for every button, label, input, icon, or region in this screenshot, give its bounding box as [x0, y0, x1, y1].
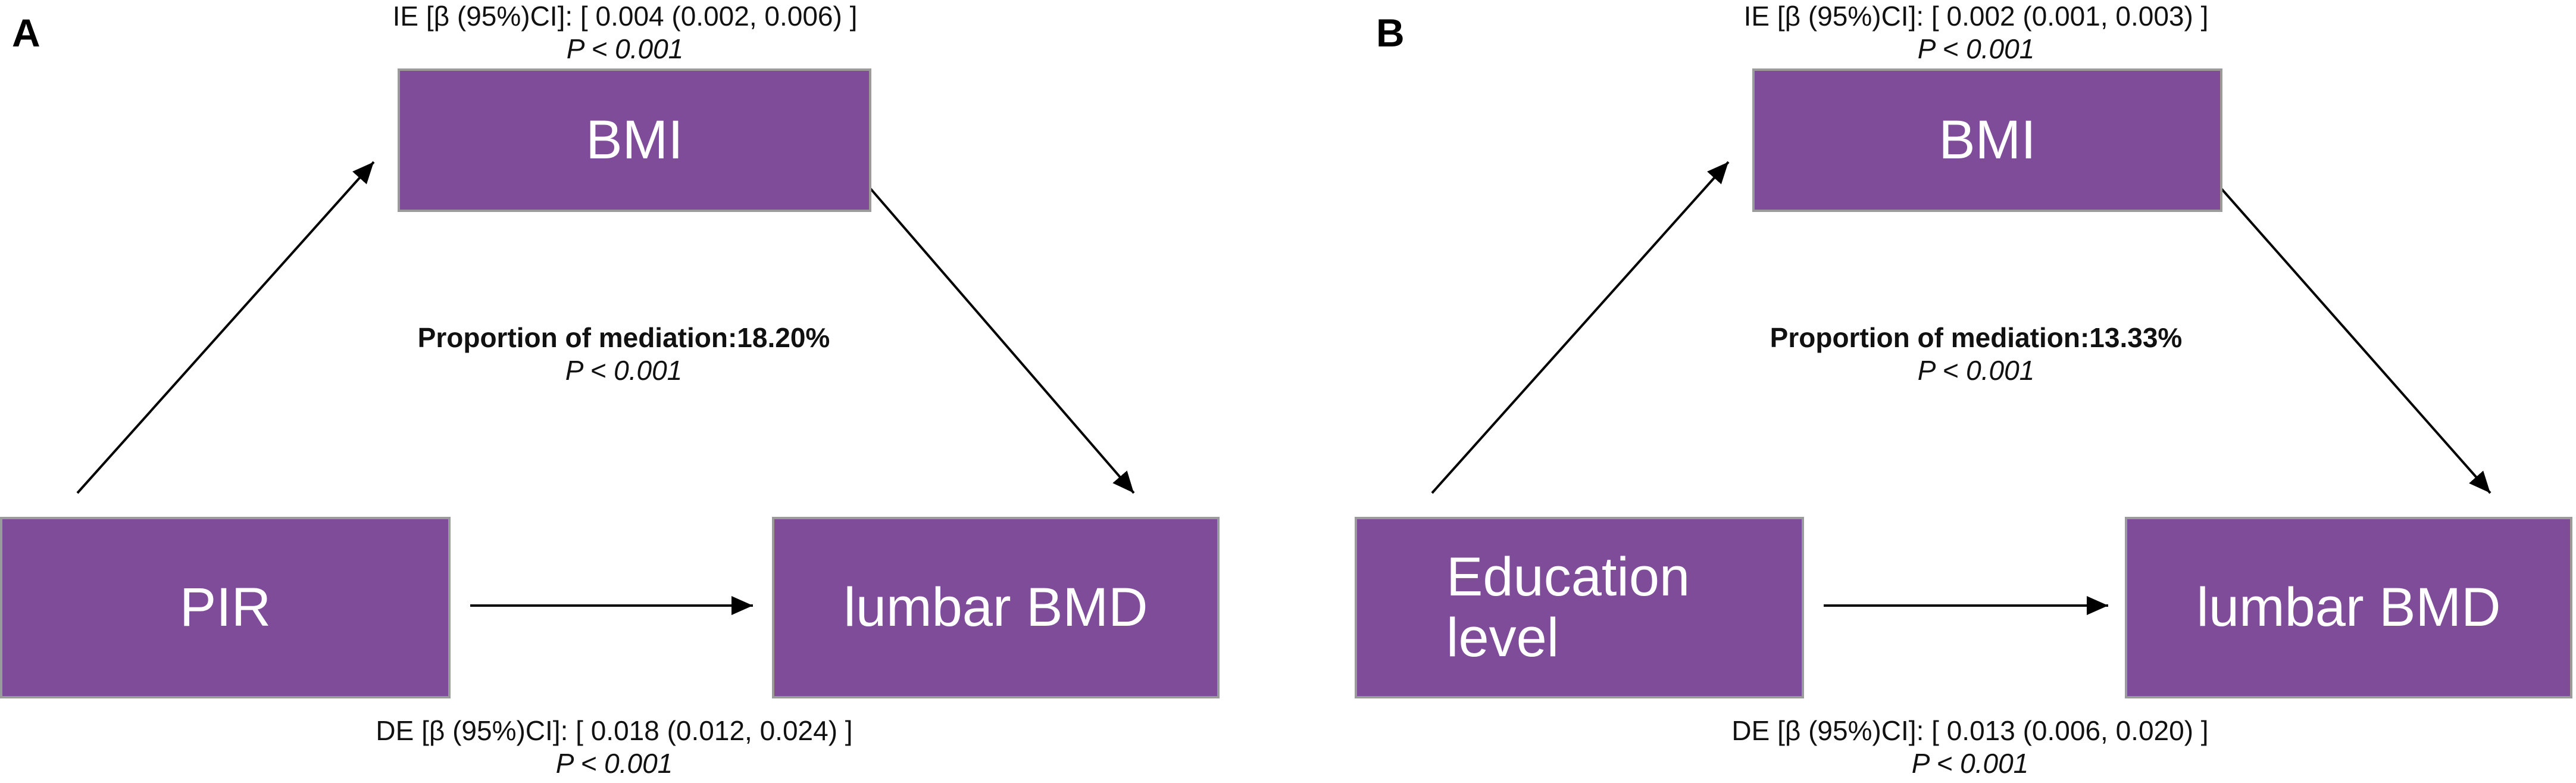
- panel-letter: A: [12, 11, 40, 55]
- exposure-box: Education level: [1355, 517, 1804, 698]
- direct-effect-p: P < 0.001: [555, 748, 673, 779]
- indirect-effect-text: IE [β (95%)CI]: [ 0.002 (0.001, 0.003) ]: [1743, 1, 2209, 32]
- direct-effect-text: DE [β (95%)CI]: [ 0.013 (0.006, 0.020) ]: [1731, 715, 2209, 746]
- mediator-label: BMI: [1939, 109, 2036, 170]
- indirect-effect-label: IE [β (95%)CI]: [ 0.002 (0.001, 0.003) ]…: [1678, 0, 2274, 65]
- indirect-effect-p: P < 0.001: [1917, 33, 2035, 65]
- panel-b-arrows: [1431, 161, 2491, 615]
- proportion-label: Proportion of mediation:13.33% P < 0.001: [1678, 322, 2274, 387]
- outcome-box: lumbar BMD: [2125, 517, 2572, 698]
- indirect-effect-text: IE [β (95%)CI]: [ 0.004 (0.002, 0.006) ]: [392, 1, 858, 32]
- arrow-exposure-to-mediator: [76, 161, 375, 494]
- mediator-box: BMI: [398, 68, 871, 212]
- panel-letter: B: [1376, 11, 1405, 55]
- exposure-box: PIR: [0, 517, 451, 698]
- outcome-label: lumbar BMD: [843, 576, 1148, 638]
- arrow-mediator-to-outcome: [853, 169, 1135, 494]
- outcome-label: lumbar BMD: [2196, 576, 2501, 638]
- outcome-box: lumbar BMD: [772, 517, 1220, 698]
- exposure-label-line1: PIR: [179, 576, 271, 638]
- mediator-label: BMI: [586, 109, 683, 170]
- exposure-label-line1: Education: [1446, 547, 1690, 608]
- arrow-exposure-to-mediator: [1431, 161, 1730, 494]
- proportion-text: Proportion of mediation:18.20%: [417, 322, 830, 353]
- direct-effect-label: DE [β (95%)CI]: [ 0.018 (0.012, 0.024) ]…: [317, 715, 912, 780]
- panel-a: A IE [β (95%)CI]: [ 0.004 (0.002, 0.006)…: [0, 0, 1220, 780]
- panel-b: B IE [β (95%)CI]: [ 0.002 (0.001, 0.003)…: [1288, 0, 2576, 783]
- panel-a-arrows: [76, 161, 1135, 615]
- indirect-effect-label: IE [β (95%)CI]: [ 0.004 (0.002, 0.006) ]…: [327, 0, 923, 65]
- proportion-p: P < 0.001: [1917, 355, 2035, 386]
- arrow-mediator-to-outcome: [2203, 169, 2491, 494]
- direct-effect-label: DE [β (95%)CI]: [ 0.013 (0.006, 0.020) ]…: [1672, 715, 2268, 780]
- proportion-p: P < 0.001: [565, 355, 683, 386]
- proportion-label: Proportion of mediation:18.20% P < 0.001: [326, 322, 921, 387]
- direct-effect-p: P < 0.001: [1911, 748, 2029, 779]
- direct-effect-text: DE [β (95%)CI]: [ 0.018 (0.012, 0.024) ]: [376, 715, 853, 746]
- exposure-label-line2: level: [1446, 607, 1559, 668]
- indirect-effect-p: P < 0.001: [566, 33, 684, 65]
- proportion-text: Proportion of mediation:13.33%: [1770, 322, 2183, 353]
- mediator-box: BMI: [1752, 68, 2222, 212]
